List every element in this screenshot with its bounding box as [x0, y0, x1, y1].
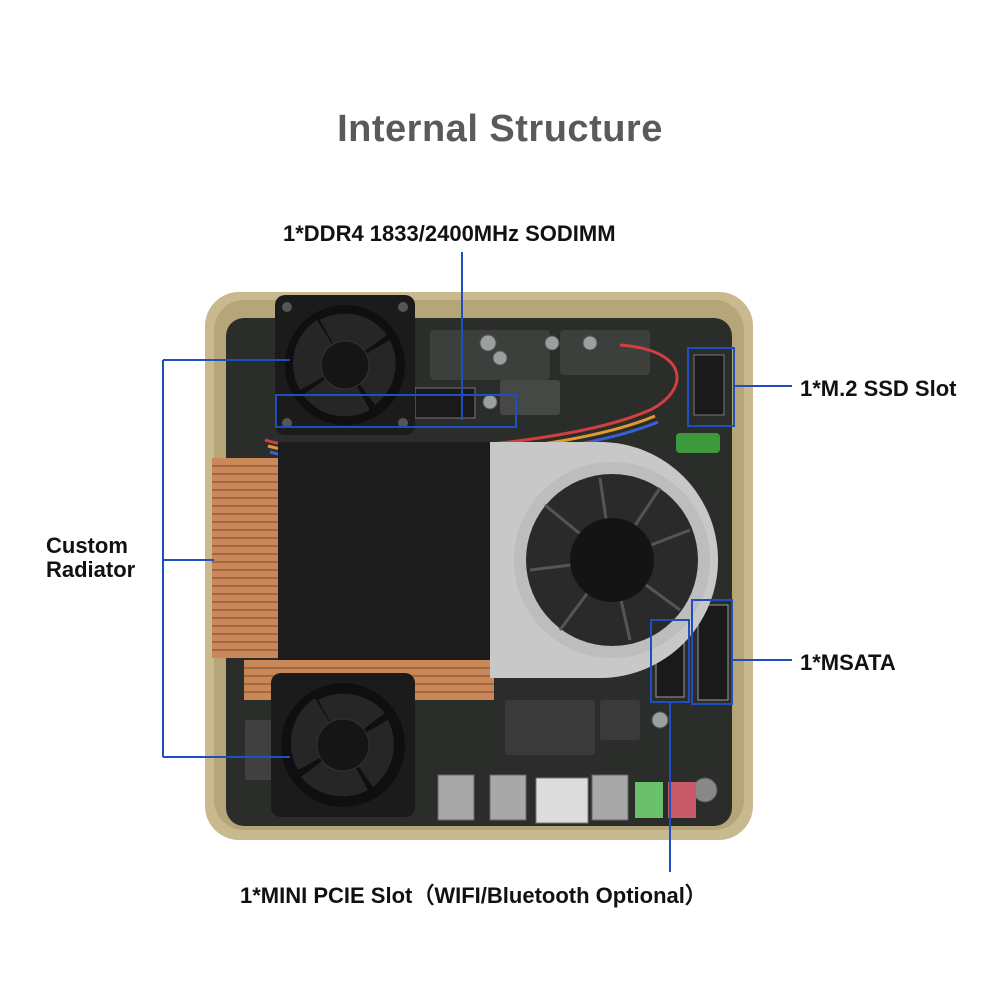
callout-lines: [162, 252, 792, 872]
heatsink-block: [278, 442, 492, 660]
callout-ddr4: 1*DDR4 1833/2400MHz SODIMM: [283, 221, 616, 246]
msata-slot-hardware: [697, 604, 729, 701]
callout-msata: 1*MSATA: [800, 650, 896, 675]
usb-port-icon: [437, 774, 475, 821]
ddr4-slot: [414, 387, 476, 419]
page-title: Internal Structure: [337, 108, 663, 150]
callout-radiator: Custom Radiator: [46, 533, 136, 582]
m2-slot-hardware: [693, 354, 725, 416]
audio-jack-icon: [635, 782, 663, 818]
callout-m2-slot: 1*M.2 SSD Slot: [800, 376, 957, 401]
audio-jack-icon: [668, 782, 696, 818]
usb-port-icon: [489, 774, 527, 821]
usb-port-icon: [591, 774, 629, 821]
ethernet-port-icon: [535, 777, 589, 824]
rear-io: [437, 774, 696, 824]
fan-icon: [271, 673, 415, 817]
callout-mini-pcie: 1*MINI PCIE Slot（WIFI/Bluetooth Optional…: [240, 883, 707, 908]
fan-icon: [275, 295, 415, 435]
green-sticker: [676, 433, 720, 453]
blower-fan-icon: [490, 442, 718, 678]
